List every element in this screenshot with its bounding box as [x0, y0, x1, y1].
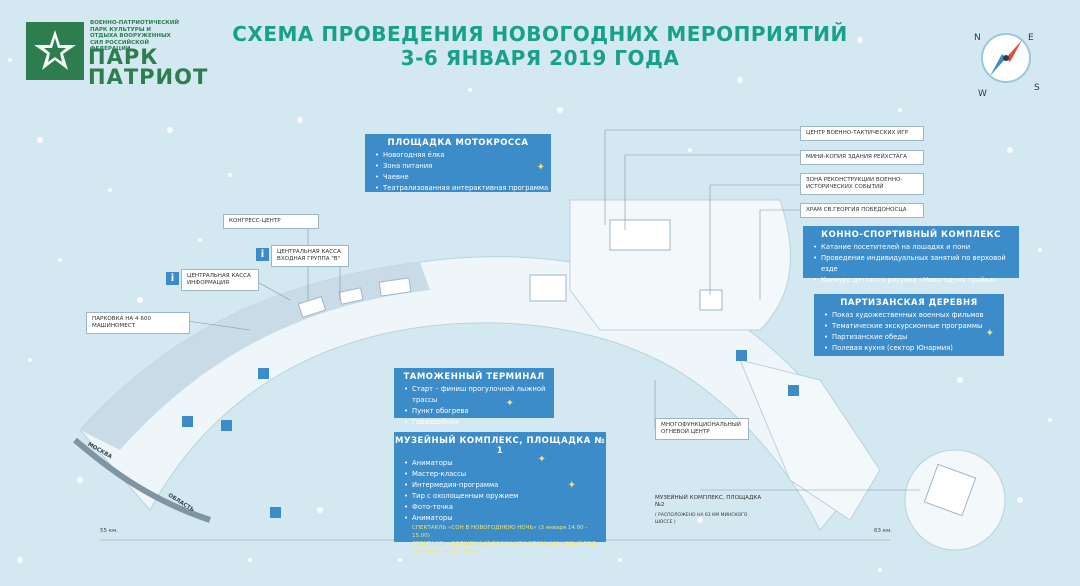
label-cashier-b: ЦЕНТРАЛЬНАЯ КАССА ВХОДНАЯ ГРУППА "В": [271, 245, 349, 267]
brand-name: ПАРК ПАТРИОТ: [88, 45, 209, 89]
label-reconstruction: ЗОНА РЕКОНСТРУКЦИИ ВОЕННО-ИСТОРИЧЕСКИХ С…: [800, 173, 924, 195]
partisan-village-box: ПАРТИЗАНСКАЯ ДЕРЕВНЯ Показ художественны…: [814, 294, 1004, 356]
star-emblem-icon: [34, 30, 76, 70]
customs-item: Старт – финиш прогулочной лыжной трассы: [404, 384, 554, 406]
central-area: [569, 199, 791, 331]
sparkle-icon: ✦: [567, 480, 576, 491]
label-congress-center: КОНГРЕСС-ЦЕНТР: [223, 214, 319, 229]
partisan-item: Тематические экскурсионные программы: [824, 321, 1004, 332]
museum2-note: ( РАСПОЛОЖЕНО НА 63 КМ МИНСКОГО ШОССЕ ): [655, 513, 748, 525]
horse-complex-box: КОННО-СПОРТИВНЫЙ КОМПЛЕКС Катание посети…: [803, 226, 1019, 286]
museum-title: МУЗЕЙНЫЙ КОМПЛЕКС, ПЛОЩАДКА № 1: [395, 436, 605, 456]
brand-subtitle: ВОЕННО-ПАТРИОТИЧЕСКИЙ ПАРК КУЛЬТУРЫ И ОТ…: [90, 20, 180, 52]
customs-item: Гардеробная: [404, 417, 554, 428]
horse-complex-title: КОННО-СПОРТИВНЫЙ КОМПЛЕКС: [821, 230, 1001, 240]
museum-item: Интермедия-программа: [404, 480, 606, 491]
sparkle-icon: ✦: [985, 328, 994, 339]
label-fire-center: МНОГОФУНКЦИОНАЛЬНЫЙ ОГНЕВОЙ ЦЕНТР: [655, 418, 749, 440]
motocross-item: Театрализованная интерактивная программа: [375, 183, 551, 194]
compass-s: S: [1034, 83, 1040, 93]
page-title: СХЕМА ПРОВЕДЕНИЯ НОВОГОДНИХ МЕРОПРИЯТИЙ: [232, 22, 848, 46]
museum-item: Аниматоры: [404, 513, 606, 524]
museum-item: Фото-точка: [404, 502, 606, 513]
motocross-item: Чаевне: [375, 172, 551, 183]
customs-terminal-box: ТАМОЖЕННЫЙ ТЕРМИНАЛ Старт – финиш прогул…: [394, 368, 554, 428]
highway: [73, 437, 211, 523]
motocross-item: Новогодняя ёлка: [375, 150, 551, 161]
horse-item: Катание посетителей на лошадях и пони: [813, 242, 1019, 253]
museum-show-1: СПЕКТАКЛЬ «СОН В НОВОГОДНЮЮ НОЧЬ» (3 янв…: [412, 525, 588, 539]
partisan-item: Полевая кухня (сектор Юнармия): [824, 343, 1004, 354]
compass-w: W: [978, 89, 987, 99]
compass-n: N: [974, 33, 981, 43]
label-reichstag: МИНИ-КОПИЯ ЗДАНИЯ РЕЙХСТАГА: [800, 150, 924, 165]
page-subtitle: 3-6 ЯНВАРЯ 2019 ГОДА: [400, 46, 680, 70]
parking-markers: [182, 350, 799, 518]
km-63-label: 63 км.: [874, 528, 892, 534]
customs-item: Пункт обогрева: [404, 406, 554, 417]
museum-item: Тир с охолощенным оружием: [404, 491, 606, 502]
compass-e: E: [1028, 33, 1034, 43]
motocross-box: ПЛОЩАДКА МОТОКРОССА Новогодняя ёлка Зона…: [365, 134, 551, 194]
partisan-item: Партизанские обеды: [824, 332, 1004, 343]
label-church: ХРАМ СВ.ГЕОРГИЯ ПОБЕДОНОСЦА: [800, 203, 924, 218]
museum2-title: МУЗЕЙНЫЙ КОМПЛЕКС, ПЛОЩАДКА №2: [655, 495, 762, 508]
compass-icon: E N S W: [974, 33, 1040, 99]
info-icon: i: [256, 248, 269, 261]
brand-name-line2: ПАТРИОТ: [88, 65, 209, 89]
label-parking: ПАРКОВКА НА 4 600 МАШИНОМЕСТ: [86, 312, 190, 334]
horse-item: Конкурс детского рисунка «Новогодняя тро…: [813, 275, 1019, 286]
horse-item: Проведение индивидуальных занятий по вер…: [813, 253, 1019, 275]
label-tactical-center: ЦЕНТР ВОЕННО-ТАКТИЧЕСКИХ ИГР: [800, 126, 924, 141]
museum-show-2: СПЕКТАКЛЬ «ВОЛШЕБНЫЙ ПОСОХ ИЛИ ОПЕРАЦИЯ …: [412, 541, 600, 555]
right-wing: [739, 359, 881, 521]
partisan-title: ПАРТИЗАНСКАЯ ДЕРЕВНЯ: [840, 298, 978, 308]
label-cashier-info: ЦЕНТРАЛЬНАЯ КАССА ИНФОРМАЦИЯ: [181, 269, 259, 291]
museum-item: Аниматоры: [404, 458, 606, 469]
partisan-item: Показ художественных военных фильмов: [824, 310, 1004, 321]
info-icon: i: [166, 272, 179, 285]
park-logo: [26, 22, 84, 80]
sparkle-icon: ✦: [536, 162, 545, 173]
label-museum2: МУЗЕЙНЫЙ КОМПЛЕКС, ПЛОЩАДКА №2 ( РАСПОЛО…: [650, 492, 768, 529]
km-55-label: 55 км.: [100, 528, 118, 534]
motocross-title: ПЛОЩАДКА МОТОКРОССА: [387, 138, 529, 148]
sparkle-icon: ✦: [537, 454, 546, 465]
museum-item: Мастер-классы: [404, 469, 606, 480]
brand-name-line1: ПАРК: [88, 45, 159, 69]
museum-complex-box: МУЗЕЙНЫЙ КОМПЛЕКС, ПЛОЩАДКА № 1 Аниматор…: [394, 432, 606, 555]
motocross-item: Зона питания: [375, 161, 551, 172]
sparkle-icon: ✦: [505, 398, 514, 409]
customs-title: ТАМОЖЕННЫЙ ТЕРМИНАЛ: [403, 372, 545, 382]
